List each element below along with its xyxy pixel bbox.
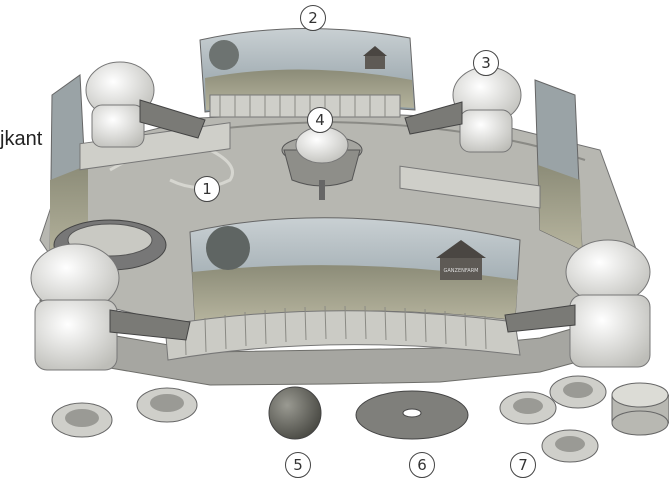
callout-3: 3 (473, 50, 499, 76)
back-fence (210, 95, 400, 117)
callout-6: 6 (409, 452, 435, 478)
callout-7: 7 (510, 452, 536, 478)
token-right-1 (500, 392, 556, 424)
callout-1: 1 (194, 176, 220, 202)
callout-5: 5 (285, 452, 311, 478)
token-stack (612, 383, 669, 435)
token-left-1 (52, 403, 112, 437)
disc-piece (356, 391, 468, 439)
token-left-2 (137, 388, 197, 422)
barn-sign: GANZENFARM (444, 268, 479, 274)
callout-4: 4 (307, 107, 333, 133)
token-right-2 (550, 376, 606, 408)
side-text: jkant (0, 128, 42, 151)
callout-2: 2 (300, 5, 326, 31)
token-right-3 (542, 430, 598, 462)
ball-piece (269, 387, 321, 439)
